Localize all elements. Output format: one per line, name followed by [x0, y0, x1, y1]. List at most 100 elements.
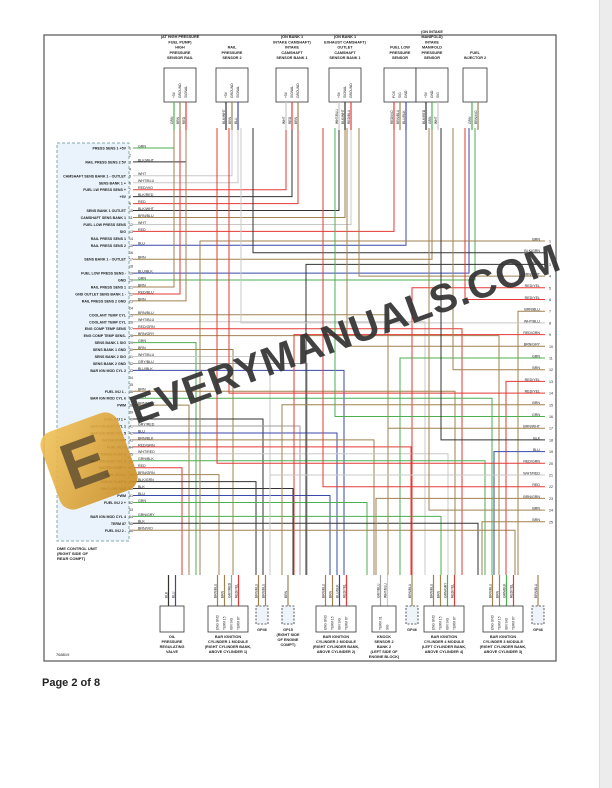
wire-color-label: RED — [288, 116, 292, 124]
connector-pin-number: 7 — [549, 310, 551, 314]
component-body — [207, 605, 249, 633]
component-title: OIL — [169, 635, 176, 639]
connector-pin-number: 12 — [549, 368, 553, 372]
component-title: ENGINE BLOCK) — [369, 655, 400, 659]
component-title: (LEFT SIDE OF — [371, 650, 399, 654]
wire-color-label: BRN/WHT — [523, 425, 541, 429]
wire-color-label: BRN/BLU — [524, 308, 540, 312]
component-pin-label: TERM 15 — [331, 616, 335, 630]
wire-color-label: BRN — [138, 346, 146, 350]
wire-color-label: BRN — [228, 116, 232, 124]
component-title: RAIL — [228, 46, 238, 50]
wire-color-label: BRN — [532, 401, 540, 405]
component-pin-label: SIGNAL — [343, 86, 347, 98]
component-pin-label: TERM 87 — [512, 616, 516, 630]
component-pin-label: GND — [404, 90, 408, 98]
wire — [133, 488, 294, 575]
wire — [133, 481, 257, 575]
component-body — [159, 605, 185, 633]
ecu-pin-label: SHUT-OFF VLV — [100, 487, 126, 491]
wire-color-label: RED/GRN — [523, 331, 540, 335]
wire — [133, 522, 479, 575]
ecu-pin-number: 40 — [129, 418, 133, 422]
connector-pin-number: 5 — [549, 286, 551, 290]
component-pin-label: IGN SIG — [446, 617, 450, 630]
ecu-pin-label: FUEL INJ 2 - — [105, 529, 127, 533]
wire — [133, 349, 234, 575]
wire-color-label: BLU — [138, 429, 145, 433]
ecu-pin-number: 19 — [129, 272, 133, 276]
scrollbar[interactable] — [599, 0, 612, 788]
ecu-pin-label: FUEL LOW PRESS SENS — [83, 223, 126, 227]
wire-color-label: BLK/WHT — [341, 109, 345, 124]
component-pin-label: TERM 87 — [453, 616, 457, 630]
component-pin-label: +5V — [284, 91, 288, 98]
wire-color-label: BRN/VIO — [474, 110, 478, 124]
ecu-pin-number: 51 — [129, 494, 133, 498]
wire-color-label: RED/YEL — [343, 584, 347, 598]
component-title: PRESSURE — [222, 51, 243, 55]
ecu-pin-label: PWM — [117, 404, 126, 408]
component-title: BAR IGNITION — [323, 635, 349, 639]
wire-color-label: GRN — [532, 354, 540, 358]
component-title: OF ENGINE — [278, 638, 299, 642]
ecu-pin-number: 31 — [129, 355, 133, 359]
wire-color-label: BRN/BLU — [262, 583, 266, 598]
ecu-pin-label: SENS BANK 1 - OUTLET — [84, 258, 127, 262]
component-pin-label: TERM 15 — [223, 616, 227, 630]
ecu-pin-number: 1 — [129, 147, 131, 151]
wire-color-label: BRN — [138, 297, 146, 301]
ecu-pin-label: ENG COMP TEMP SENS — [85, 327, 127, 331]
wire — [493, 451, 545, 575]
component-title: CAMSHAFT — [334, 51, 356, 55]
ecu-pin-label: RAIL PRESS SENS 2 GND — [82, 299, 127, 303]
ecu-pin-number: 20 — [129, 279, 133, 283]
wire-color-label: RED/YEL — [525, 378, 540, 382]
diagram-border — [43, 34, 557, 662]
wire-color-label: BLU — [138, 242, 145, 246]
ecu-pin-number: 29 — [129, 341, 133, 345]
wire — [133, 128, 299, 205]
wire — [133, 529, 516, 575]
ecu-pin-label: ENG COMP TEMP SENS- — [84, 334, 127, 338]
connector-pin-number: 14 — [549, 392, 553, 396]
component-pin-label: GROUND — [230, 83, 234, 98]
wire — [133, 314, 389, 575]
wire-color-label: BLU — [234, 117, 238, 124]
component-title: (ON BANK 1 — [281, 35, 303, 39]
wire — [133, 432, 338, 575]
ecu-pin-number: 33 — [129, 369, 133, 373]
component-title: REGULATING — [160, 645, 185, 649]
wire-color-label: WHT — [282, 116, 286, 124]
wire — [281, 404, 545, 575]
ecu-pin-number: 47 — [129, 466, 133, 470]
wire-color-label: GRN — [170, 116, 174, 124]
component-title: INJECTOR 2 — [464, 56, 486, 60]
wire-color-label: BRN/BLU — [138, 214, 154, 218]
connector-pin-number: 24 — [549, 509, 553, 513]
component-pin-label: ENG GND — [432, 614, 436, 630]
component-title: SENSOR — [424, 56, 440, 60]
connector-pin-number: 25 — [549, 520, 553, 524]
wire — [133, 425, 301, 575]
wire — [133, 128, 407, 246]
connector-pin-number: 18 — [549, 438, 553, 442]
wire-color-label: BLK/RED — [422, 109, 426, 124]
wire-color-label: GRY/RED — [228, 582, 232, 598]
ecu-pin-label: WATER PUMP — [102, 438, 127, 442]
component-title: SENSOR RAIL — [167, 56, 194, 60]
wire — [133, 397, 493, 575]
component-title: GP46 — [257, 628, 267, 632]
ecu-pin-label: +5V — [120, 195, 127, 199]
component-title: CYLINDER 1 MODULE — [208, 640, 249, 644]
wire-color-label: GRN — [428, 116, 432, 124]
ecu-pin-label: SENS BANK 2 SIG — [95, 355, 127, 359]
wire — [252, 128, 545, 254]
wire — [133, 362, 308, 575]
ecu-pin-number: 26 — [129, 320, 133, 324]
wire — [269, 474, 545, 575]
wire-color-label: BRN — [138, 283, 146, 287]
